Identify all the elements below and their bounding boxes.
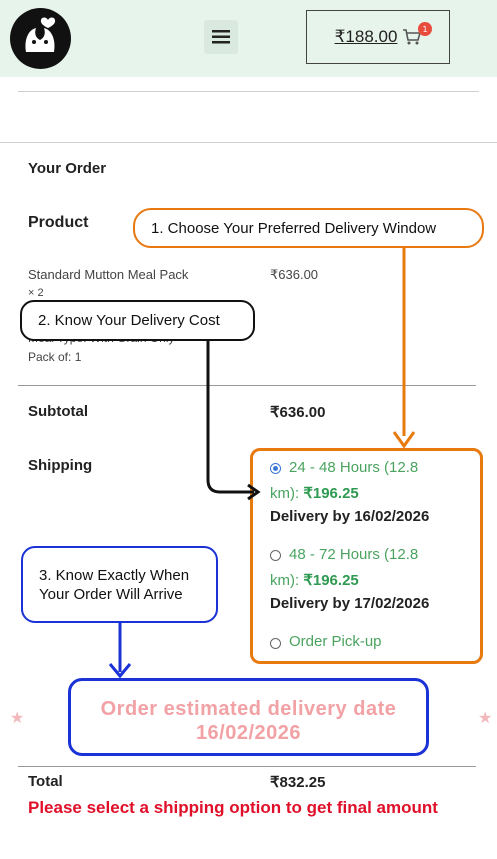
star-decoration-icon: ★ [10, 708, 25, 727]
callout-delivery-cost: 2. Know Your Delivery Cost [20, 300, 255, 341]
shipping-label: Shipping [28, 457, 93, 474]
estimate-line-2: 16/02/2026 [195, 722, 302, 744]
estimated-delivery-box: Order estimated delivery date 16/02/2026 [68, 678, 429, 756]
cart-count-badge: 1 [418, 22, 432, 36]
shipping-option-1-label-cont[interactable]: km): ₹196.25 [270, 485, 359, 502]
shipping-option-radio-2[interactable] [270, 550, 281, 561]
cart-button[interactable]: ₹188.00 [306, 10, 450, 64]
shipping-option-2-label[interactable]: 48 - 72 Hours (12.8 [289, 546, 419, 563]
shipping-option-2-price: ₹196.25 [303, 572, 359, 589]
product-price: ₹636.00 [270, 267, 319, 282]
shipping-option-1-price: ₹196.25 [303, 485, 359, 502]
menu-toggle-button[interactable] [204, 20, 238, 54]
total-value: ₹832.25 [270, 774, 326, 791]
shipping-option-1-delivery: Delivery by 16/02/2026 [270, 508, 430, 525]
divider [18, 766, 476, 767]
divider [0, 142, 497, 143]
shipping-options-box [250, 448, 483, 664]
shipping-option-1-label[interactable]: 24 - 48 Hours (12.8 [289, 459, 419, 476]
product-name: Standard Mutton Meal Pack [28, 267, 189, 282]
shipping-option-radio-3[interactable] [270, 638, 281, 649]
hamburger-icon [212, 30, 230, 44]
cart-total: ₹188.00 [334, 27, 398, 46]
divider [18, 385, 476, 386]
callout-delivery-window: 1. Choose Your Preferred Delivery Window [133, 208, 484, 248]
shipping-option-2-label-cont[interactable]: km): ₹196.25 [270, 572, 359, 589]
shipping-option-2-delivery: Delivery by 17/02/2026 [270, 595, 430, 612]
subtotal-value: ₹636.00 [270, 404, 326, 421]
product-pack: Pack of: 1 [28, 350, 82, 364]
estimate-line-1: Order estimated delivery date [100, 698, 397, 720]
callout-delivery-date: 3. Know Exactly When Your Order Will Arr… [21, 546, 218, 623]
star-decoration-icon: ★ [478, 708, 493, 727]
site-header [0, 0, 497, 77]
divider [18, 91, 479, 92]
shipping-option-radio-1[interactable] [270, 463, 281, 474]
brand-logo[interactable] [10, 8, 71, 69]
shipping-option-3-label[interactable]: Order Pick-up [289, 633, 382, 650]
order-title: Your Order [28, 160, 107, 177]
shipping-warning: Please select a shipping option to get f… [28, 798, 438, 817]
total-label: Total [28, 773, 63, 790]
cart-icon [403, 29, 422, 45]
product-quantity: × 2 [28, 287, 44, 299]
subtotal-label: Subtotal [28, 403, 88, 420]
product-column-header: Product [28, 214, 89, 231]
